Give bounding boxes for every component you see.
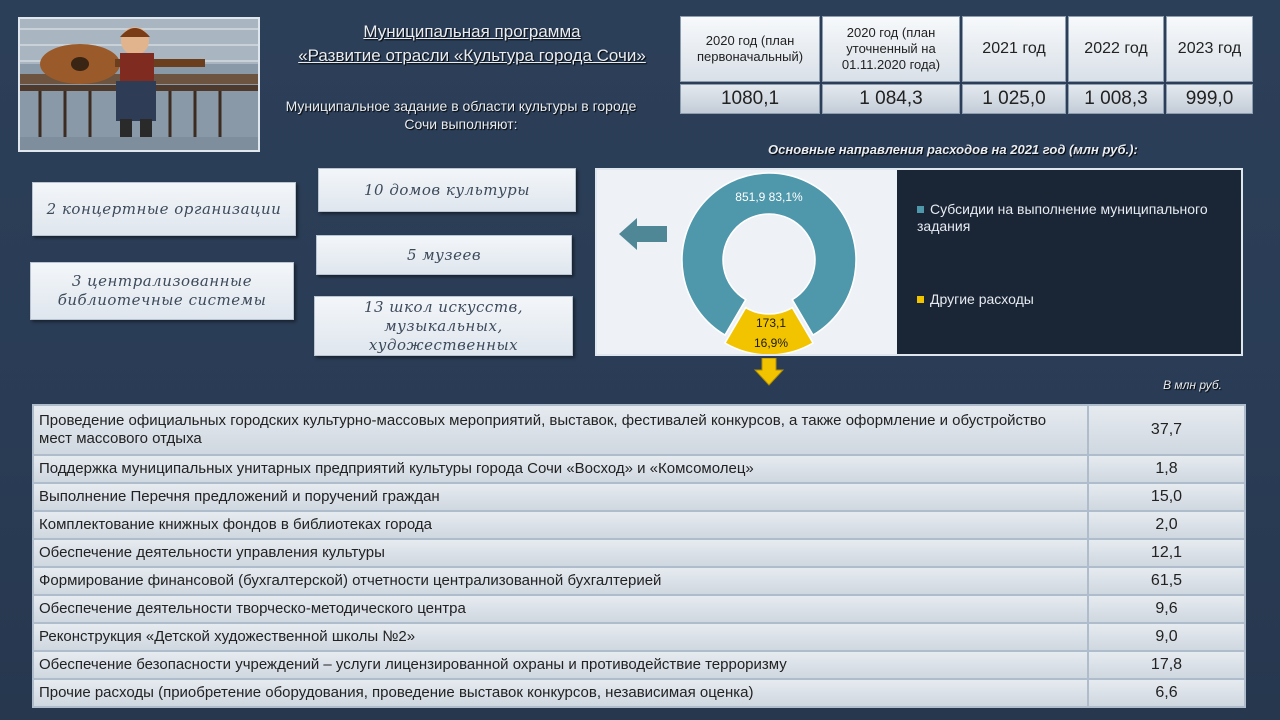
expense-label: Обеспечение деятельности управления куль… [32,538,1089,568]
year-value-2020-revised: 1 084,3 [822,84,960,114]
year-header-2022: 2022 год [1068,16,1164,82]
expense-label: Выполнение Перечня предложений и поручен… [32,482,1089,512]
institution-card-museums: 5 музеев [316,235,572,275]
legend-swatch-subsidies [917,206,924,213]
boy-with-guitar-photo [18,17,260,152]
institution-card-concert: 2 концертные организации [32,182,296,236]
expense-value: 12,1 [1087,538,1246,568]
expense-value: 17,8 [1087,650,1246,680]
unit-label: В млн руб. [1163,378,1222,392]
legend-label-subsidies: Субсидии на выполнение муниципального за… [917,201,1208,234]
down-arrow-icon [754,358,784,386]
year-value-2020-initial: 1080,1 [680,84,820,114]
table-row: Проведение официальных городских культур… [32,404,1246,456]
expense-label: Проведение официальных городских культур… [32,404,1089,456]
expense-value: 6,6 [1087,678,1246,708]
table-row: Обеспечение деятельности управления куль… [32,538,1246,568]
table-row: Реконструкция «Детской художественной шк… [32,622,1246,652]
expense-label: Реконструкция «Детской художественной шк… [32,622,1089,652]
chart-legend: Субсидии на выполнение муниципального за… [897,170,1241,354]
expenses-table: Проведение официальных городских культур… [32,404,1246,708]
doughnut-chart: 851,9 83,1% 173,1 16,9% [619,172,857,354]
year-value-2022: 1 008,3 [1068,84,1164,114]
table-row: Поддержка муниципальных унитарных предпр… [32,454,1246,484]
table-row: Прочие расходы (приобретение оборудовани… [32,678,1246,708]
budget-by-year-table: 2020 год (план первоначальный) 2020 год … [680,16,1253,114]
donut-slice-subsidies [681,172,857,337]
year-header-2023: 2023 год [1166,16,1253,82]
expense-value: 61,5 [1087,566,1246,596]
table-row: Формирование финансовой (бухгалтерской) … [32,566,1246,596]
expense-label: Прочие расходы (приобретение оборудовани… [32,678,1089,708]
table-row: Обеспечение безопасности учреждений – ус… [32,650,1246,680]
expense-label: Поддержка муниципальных унитарных предпр… [32,454,1089,484]
municipal-task-subtitle: Муниципальное задание в области культуры… [285,98,637,132]
legend-item-subsidies: Субсидии на выполнение муниципального за… [917,201,1217,235]
chart-title: Основные направления расходов на 2021 го… [768,142,1138,157]
expense-label: Комплектование книжных фондов в библиоте… [32,510,1089,540]
program-title-line1: Муниципальная программа [363,22,581,41]
program-title: Муниципальная программа «Развитие отрасл… [262,20,682,68]
institution-card-culture-houses: 10 домов культуры [318,168,576,212]
expense-value: 9,6 [1087,594,1246,624]
legend-label-other: Другие расходы [930,291,1034,307]
year-header-2020-initial: 2020 год (план первоначальный) [680,16,820,82]
institution-card-art-schools: 13 школ искусств, музыкальных, художеств… [314,296,573,356]
table-row: Комплектование книжных фондов в библиоте… [32,510,1246,540]
data-label-subsidies: 851,9 83,1% [735,190,803,204]
expense-value: 15,0 [1087,482,1246,512]
expenses-chart-panel: 851,9 83,1% 173,1 16,9% Субсидии на выполн… [595,168,1243,356]
legend-item-other: Другие расходы [917,291,1034,308]
expense-label: Обеспечение деятельности творческо-метод… [32,594,1089,624]
year-value-2023: 999,0 [1166,84,1253,114]
table-row: Выполнение Перечня предложений и поручен… [32,482,1246,512]
legend-swatch-other [917,296,924,303]
year-header-2020-revised: 2020 год (план уточненный на 01.11.2020 … [822,16,960,82]
expense-value: 1,8 [1087,454,1246,484]
expense-value: 9,0 [1087,622,1246,652]
data-label-other-value: 173,1 [756,316,786,330]
expense-value: 2,0 [1087,510,1246,540]
left-arrow-icon [619,218,667,250]
table-row: Обеспечение деятельности творческо-метод… [32,594,1246,624]
donut-slice-other [723,306,815,354]
year-value-2021: 1 025,0 [962,84,1066,114]
expense-label: Обеспечение безопасности учреждений – ус… [32,650,1089,680]
expense-value: 37,7 [1087,404,1246,456]
program-title-line2: «Развитие отрасли «Культура города Сочи» [298,46,646,65]
year-header-2021: 2021 год [962,16,1066,82]
expense-label: Формирование финансовой (бухгалтерской) … [32,566,1089,596]
institution-card-libraries: 3 централизованные библиотечные системы [30,262,294,320]
data-label-other-percent: 16,9% [754,336,788,350]
